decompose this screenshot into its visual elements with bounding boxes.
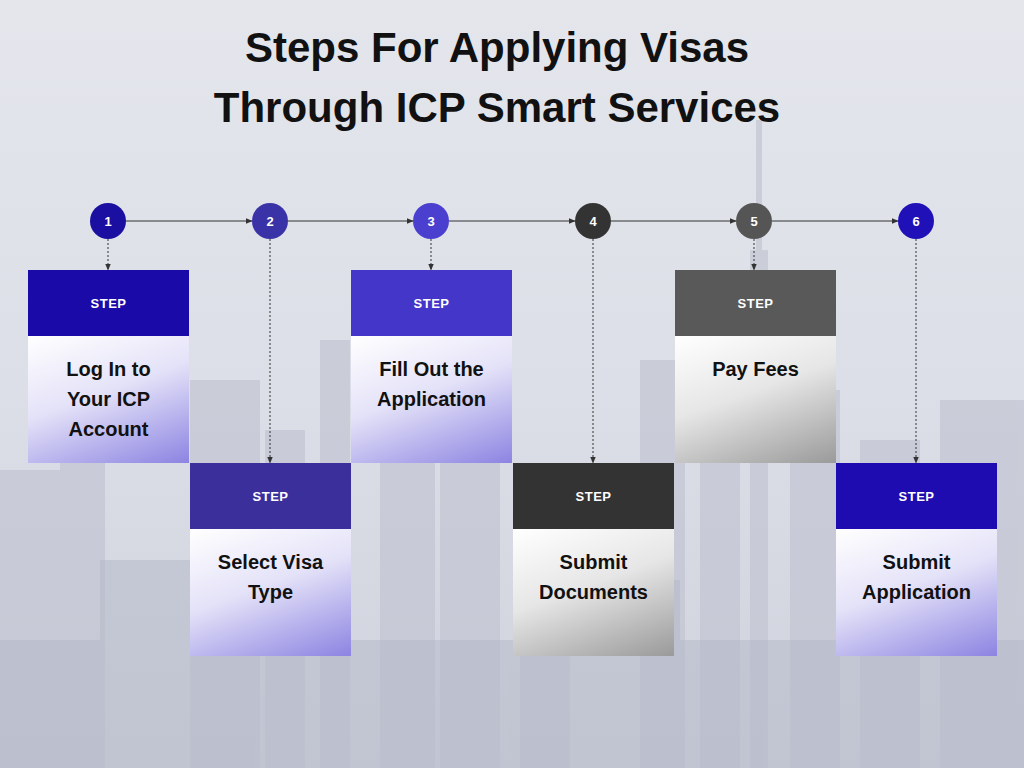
step-box: STEPSubmit Documents	[513, 463, 674, 656]
step-label: Submit Application	[836, 529, 997, 656]
step-number-circle: 4	[575, 203, 611, 239]
step-number: 5	[750, 214, 757, 229]
flow-arrow	[611, 221, 736, 222]
step-label: Select Visa Type	[190, 529, 351, 656]
dotted-connector	[108, 239, 109, 270]
dotted-connector	[916, 239, 917, 463]
step-number-circle: 1	[90, 203, 126, 239]
step-header: STEP	[351, 270, 512, 336]
step-label: Fill Out the Application	[351, 336, 512, 463]
step-header: STEP	[28, 270, 189, 336]
step-header: STEP	[836, 463, 997, 529]
dotted-connector	[270, 239, 271, 463]
step-number: 3	[427, 214, 434, 229]
step-box: STEPSubmit Application	[836, 463, 997, 656]
step-number: 6	[912, 214, 919, 229]
step-number: 1	[104, 214, 111, 229]
step-header: STEP	[513, 463, 674, 529]
flow-arrow	[126, 221, 252, 222]
step-label: Pay Fees	[675, 336, 836, 463]
step-box: STEPLog In to Your ICP Account	[28, 270, 189, 463]
step-number-circle: 3	[413, 203, 449, 239]
step-number-circle: 5	[736, 203, 772, 239]
step-label: Log In to Your ICP Account	[28, 336, 189, 463]
step-number-circle: 2	[252, 203, 288, 239]
flow-arrow	[449, 221, 575, 222]
step-box: STEPPay Fees	[675, 270, 836, 463]
dotted-connector	[593, 239, 594, 463]
step-header: STEP	[675, 270, 836, 336]
step-number: 2	[266, 214, 273, 229]
dotted-connector	[754, 239, 755, 270]
step-box: STEPFill Out the Application	[351, 270, 512, 463]
diagram-title: Steps For Applying Visas Through ICP Sma…	[167, 18, 827, 138]
step-box: STEPSelect Visa Type	[190, 463, 351, 656]
step-label: Submit Documents	[513, 529, 674, 656]
step-header: STEP	[190, 463, 351, 529]
dotted-connector	[431, 239, 432, 270]
step-number: 4	[589, 214, 596, 229]
step-number-circle: 6	[898, 203, 934, 239]
flow-arrow	[288, 221, 413, 222]
flow-arrow	[772, 221, 898, 222]
